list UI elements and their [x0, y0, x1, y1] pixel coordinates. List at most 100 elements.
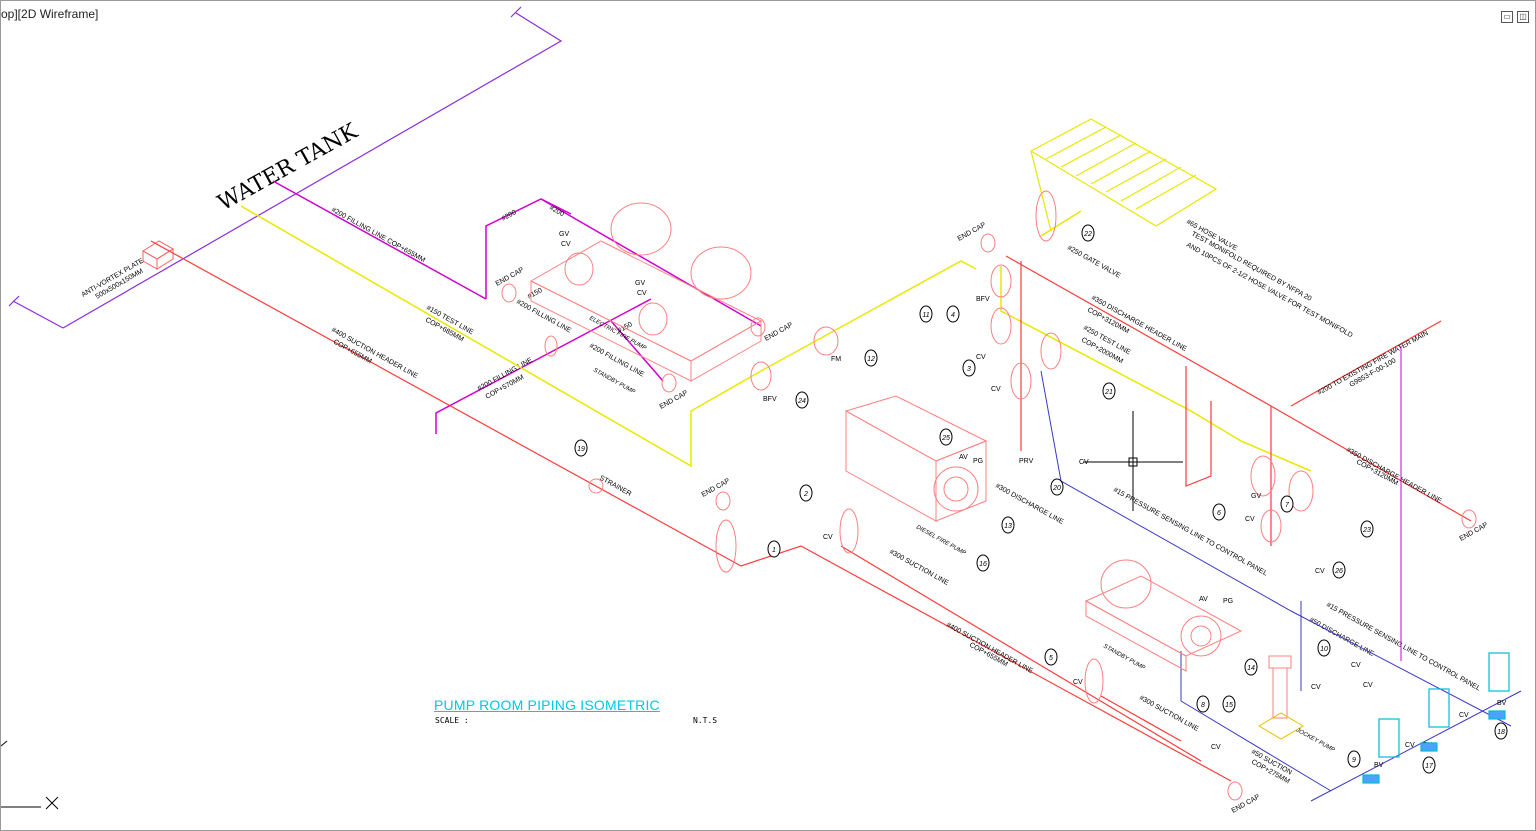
electric-fire-pump [529, 202, 763, 382]
tag-number: 24 [797, 398, 806, 405]
scale-value: N.T.S [693, 716, 718, 725]
cv-label-12: CV [1363, 682, 1373, 689]
drawing-title: PUMP ROOM PIPING ISOMETRIC [434, 697, 660, 713]
restore-viewport-button[interactable]: ◫ [1517, 11, 1529, 23]
standby-pump-label-b: STANDBY PUMP [1102, 644, 1146, 672]
cv-label-1: CV [561, 241, 571, 248]
tag-balloon [1347, 750, 1361, 768]
tag-number: 8 [1201, 702, 1205, 709]
discharge-header-350-label: #350 DISCHARGE HEADER LINE [1090, 295, 1188, 354]
cv-label-7: CV [1245, 516, 1255, 523]
pg-label-2: PG [1223, 598, 1233, 605]
scale-label: SCALE : [435, 716, 469, 725]
tag-balloon [1050, 478, 1064, 496]
d200-label-b: #200 [548, 205, 565, 219]
tag-balloon [1317, 639, 1331, 657]
filling-line-piping [272, 180, 762, 434]
tag-number: 20 [1052, 485, 1061, 492]
suction-header-piping [150, 240, 1232, 782]
suction-header-400b-label: #400 SUCTION HEADER LINE [945, 622, 1034, 676]
viewport-window-controls: ▭ ◫ [1501, 11, 1529, 23]
bv-label-1: BV [1374, 762, 1384, 769]
end-cap-label-4: END CAP [701, 477, 732, 498]
control-panels [1362, 652, 1510, 784]
tag-balloon [962, 359, 976, 377]
tag-balloon [1244, 658, 1258, 676]
diesel-fire-pump-label: DIESEL FIRE PUMP [915, 525, 967, 557]
tag-number: 18 [1497, 729, 1505, 736]
tag-number: 2 [803, 491, 808, 498]
tag-number: 25 [941, 435, 950, 442]
tag-number: 9 [1352, 757, 1356, 764]
tag-number: 16 [979, 561, 987, 568]
tag-balloon [1081, 224, 1095, 242]
tag-balloon [1001, 516, 1015, 534]
gv-label-2: GV [635, 280, 645, 287]
tag-number: 17 [1425, 763, 1434, 770]
tag-number: 11 [922, 312, 929, 319]
tag-balloon [799, 484, 813, 502]
to-fire-main-label: #200 TO EXISTING FIRE WATER MAIN [1317, 330, 1430, 397]
tag-balloon [919, 305, 933, 323]
minimize-viewport-button[interactable]: ▭ [1501, 11, 1513, 23]
cv-label-4: CV [991, 386, 1001, 393]
hose-valve-note: AND 10PCS OF 2-1/2 HOSE VALVE FOR TEST M… [1185, 242, 1354, 340]
tag-number: 6 [1217, 510, 1221, 517]
jockey-pump-label: JOCKEY PUMP [1294, 727, 1335, 754]
tag-balloon [1422, 756, 1436, 774]
cv-label-5: CV [1079, 459, 1089, 466]
water-tank-label: WATER TANK [214, 119, 363, 217]
av-label-2: AV [1199, 596, 1208, 603]
cv-label-9: CV [1211, 744, 1221, 751]
standby-fire-pump [1084, 559, 1243, 672]
d150-label-a: #150 [527, 287, 544, 301]
bfv-label-1: BFV [763, 396, 777, 403]
tag-number: 23 [1362, 527, 1371, 534]
tag-number: 13 [1004, 523, 1012, 530]
tag-balloon [946, 305, 960, 323]
tag-number: 1 [772, 547, 776, 554]
tag-balloon [976, 554, 990, 572]
tag-balloon [1222, 695, 1236, 713]
pg-label-1: PG [973, 458, 983, 465]
suction-header-400-label: #400 SUCTION HEADER LINE [330, 327, 419, 381]
tag-number: 19 [577, 446, 585, 453]
viewport-label[interactable]: op][2D Wireframe] [1, 7, 99, 21]
tag-balloon [1102, 382, 1116, 400]
tag-balloon [1212, 503, 1226, 521]
filling-line-200b-label: #200 FILLING LINE [515, 299, 572, 335]
cv-label-2: CV [637, 290, 647, 297]
tag-number: 4 [951, 312, 955, 319]
test-monifold-note: TEST MONIFOLD REQUIRED BY NFPA 20 [1190, 231, 1313, 303]
tag-balloon [939, 428, 953, 446]
tag-number: 10 [1320, 646, 1328, 653]
discharge-header-piping [1005, 255, 1472, 546]
cv-label-3: CV [976, 354, 986, 361]
cv-label-10: CV [1311, 684, 1321, 691]
cv-label-6: CV [823, 534, 833, 541]
end-cap-label-7: END CAP [1231, 793, 1262, 814]
anti-vortex-plate [142, 240, 174, 270]
ucs-icon [1, 740, 59, 810]
pressure-sensing-15b-label: #15 PRESSURE SENSING LINE TO CONTROL PAN… [1325, 602, 1481, 693]
gv-label-3: GV [1251, 493, 1261, 500]
end-cap-label-3: END CAP [764, 321, 795, 342]
tag-balloon [1196, 695, 1210, 713]
test-line-piping [240, 205, 1312, 472]
valves [544, 190, 1314, 704]
suction-line-300b-label: #300 SUCTION LINE [1138, 695, 1200, 734]
water-tank-outline [8, 6, 563, 329]
av-label-1: AV [959, 454, 968, 461]
d200-label-a: #200 [501, 209, 518, 223]
tag-number: 15 [1225, 702, 1233, 709]
tag-balloon [1280, 495, 1294, 513]
tag-balloon [767, 540, 781, 558]
tag-number: 26 [1334, 568, 1343, 575]
bv-label-3: BV [1497, 700, 1507, 707]
diesel-fire-pump [844, 395, 988, 522]
tag-number: 5 [1049, 655, 1053, 662]
tag-balloon [1332, 561, 1346, 579]
prv-label: PRV [1019, 458, 1034, 465]
